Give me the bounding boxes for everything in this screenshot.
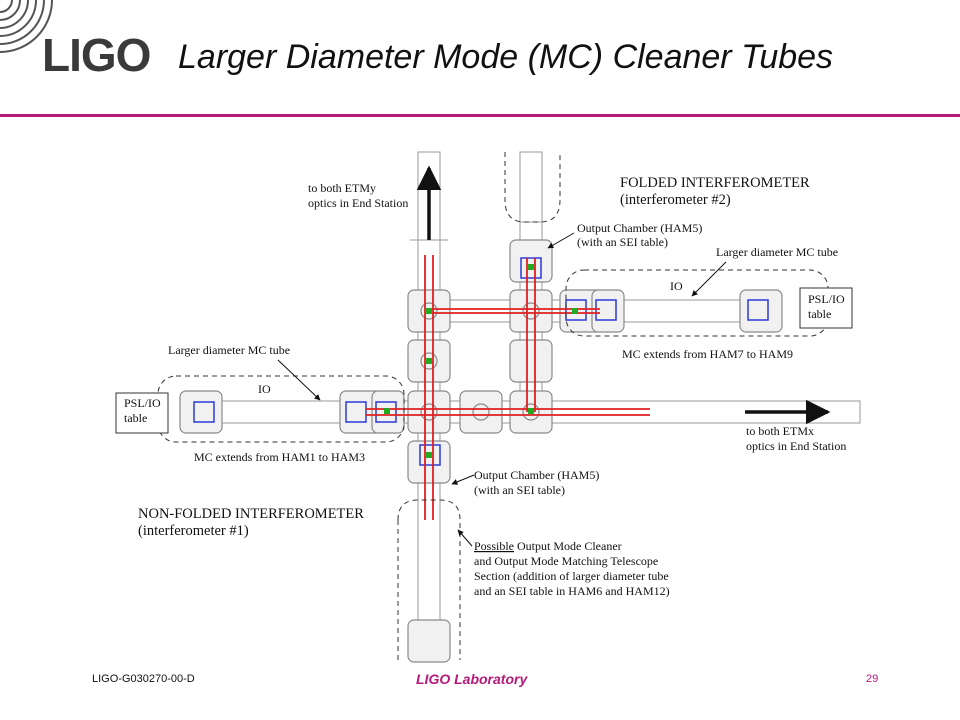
page-number: 29 [866, 673, 879, 685]
possible-omc-line-2: and Output Mode Matching Telescope [474, 554, 658, 568]
optic-boxes [193, 257, 769, 466]
nonfolded-title: NON-FOLDED INTERFEROMETER [138, 506, 364, 522]
nonfolded-subtitle: (interferometer #1) [138, 523, 249, 539]
logo-text: LIGO [42, 29, 151, 81]
output-chamber-top-label: Output Chamber (HAM5) [577, 221, 702, 235]
title-divider [0, 114, 960, 117]
to-etmy-label-2: optics in End Station [308, 196, 408, 210]
psl-left-label: PSL/IO [124, 396, 161, 410]
output-chamber-bottom-label-2: (with an SEI table) [474, 483, 565, 497]
to-etmx-label: to both ETMx [746, 424, 814, 438]
folded-subtitle: (interferometer #2) [620, 192, 731, 208]
mc-extends-right-label: MC extends from HAM7 to HAM9 [622, 347, 793, 361]
mc-tube-right-label: Larger diameter MC tube [716, 245, 838, 259]
possible-omc-line-3: Section (addition of larger diameter tub… [474, 569, 669, 583]
mc-tube-left-label: Larger diameter MC tube [168, 343, 290, 357]
psl-left-label-2: table [124, 411, 147, 425]
laser-beams [366, 255, 650, 520]
psl-right-label-2: table [808, 307, 831, 321]
mc-extends-left-label: MC extends from HAM1 to HAM3 [194, 450, 365, 464]
io-left-label: IO [258, 382, 271, 396]
folded-title: FOLDED INTERFEROMETER [620, 175, 810, 191]
possible-omc-label: Possible Output Mode Cleaner [474, 539, 622, 553]
io-right-label: IO [670, 279, 683, 293]
mirrors [384, 264, 578, 458]
psl-tables [115, 287, 853, 434]
output-chamber-top-label-2: (with an SEI table) [577, 235, 668, 249]
to-etmx-label-2: optics in End Station [746, 439, 846, 453]
page-title: Larger Diameter Mode (MC) Cleaner Tubes [178, 38, 834, 76]
psl-right-label: PSL/IO [808, 292, 845, 306]
output-chamber-bottom-label: Output Chamber (HAM5) [474, 468, 599, 482]
doc-id: LIGO-G030270-00-D [92, 673, 195, 685]
callout-lines [277, 232, 727, 547]
lab-name: LIGO Laboratory [416, 671, 528, 687]
possible-omc-line-4: and an SEI table in HAM6 and HAM12) [474, 584, 670, 598]
to-etmy-label: to both ETMy [308, 181, 376, 195]
logo-arcs [0, 0, 53, 53]
